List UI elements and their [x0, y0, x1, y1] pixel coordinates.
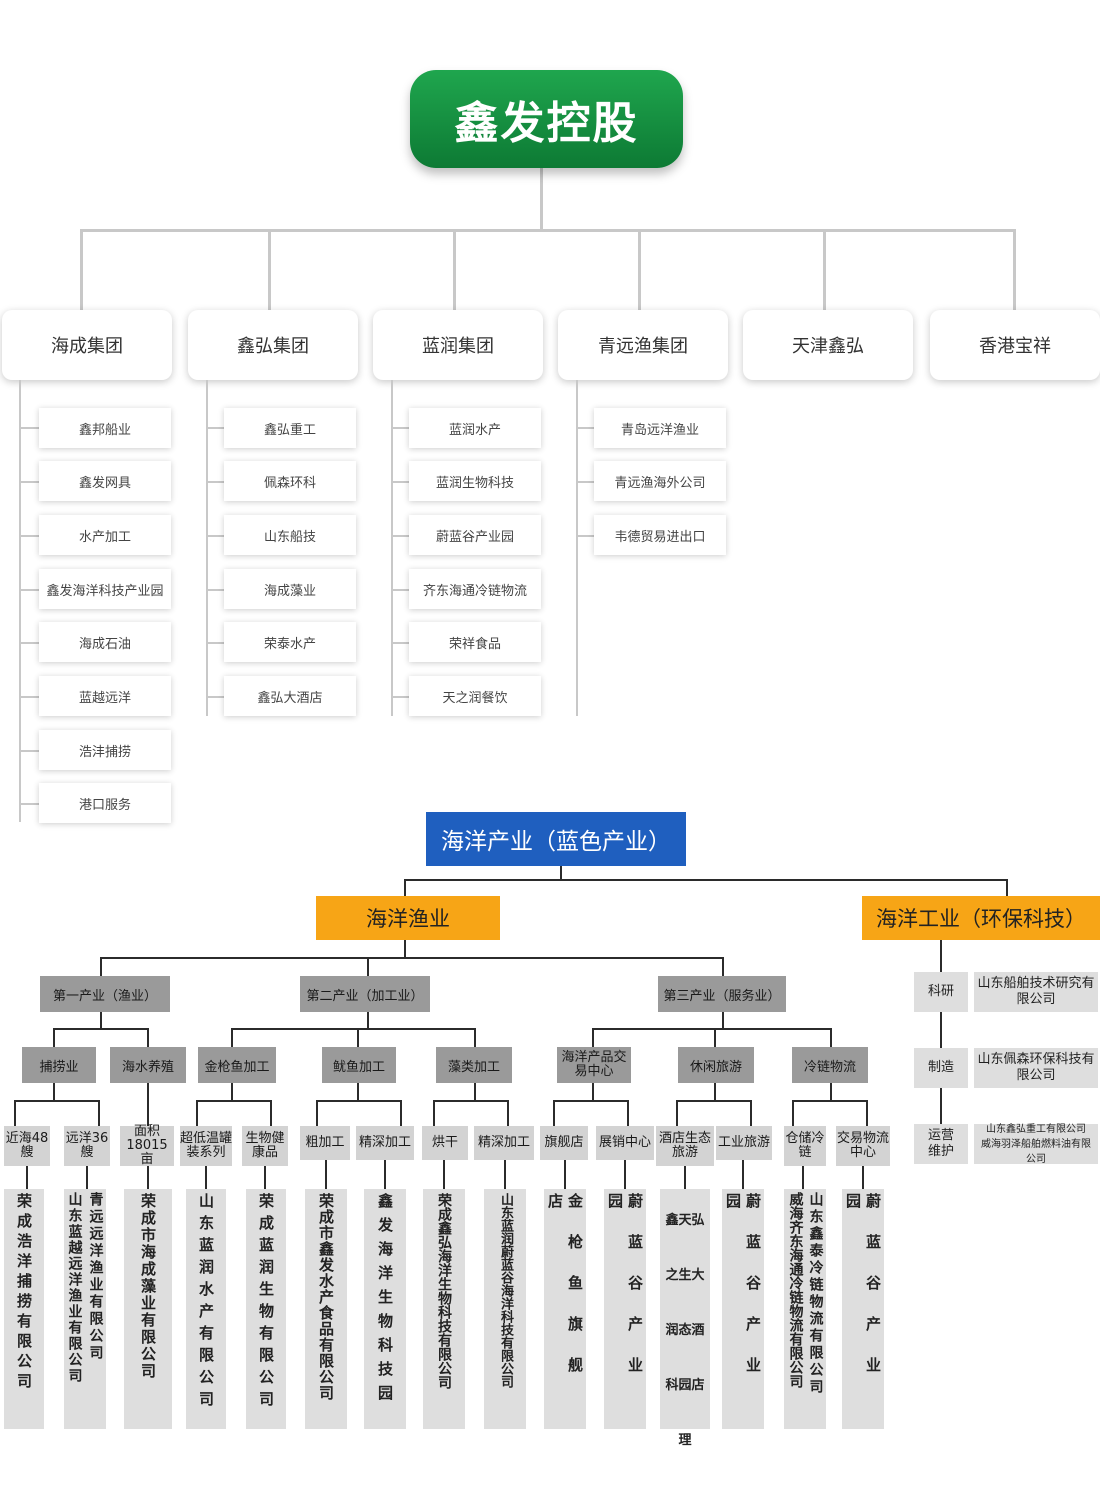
aquaculture-node: 海水养殖	[110, 1047, 186, 1083]
company-text: 蔚蓝谷产业园	[724, 1193, 762, 1398]
company-vertical: 荣成市海成藻业有限公司	[124, 1189, 172, 1429]
algae-processing-node: 藻类加工	[436, 1047, 512, 1083]
company-vertical: 荣成鑫弘海洋生物科技有限公司	[423, 1189, 465, 1429]
seafood-exchange-node: 海洋产品交易中心	[557, 1047, 631, 1083]
company-text: 荣成鑫弘海洋生物科技有限公司	[436, 1193, 452, 1389]
l4-box: 粗加工	[300, 1126, 350, 1160]
company-vertical: 鑫天弘之生大润态酒科园店理	[660, 1189, 710, 1448]
l4-box: 精深加工	[474, 1126, 534, 1160]
squid-processing-node: 鱿鱼加工	[322, 1047, 396, 1083]
primary-industry-node: 第一产业（渔业）	[40, 976, 170, 1012]
list-item: 蔚蓝谷产业园	[409, 515, 541, 555]
list-item: 蓝越远洋	[39, 676, 171, 716]
list-item: 韦德贸易进出口	[594, 515, 726, 555]
company-text: 山东蓝润水产有限公司	[197, 1193, 215, 1413]
group-lanrun: 蓝润集团	[373, 310, 543, 380]
l4-box: 精深加工	[356, 1126, 414, 1160]
company-text: 山东鑫泰冷链物流有限公司	[807, 1192, 824, 1396]
company-vertical: 蔚蓝谷产业园	[722, 1189, 764, 1429]
l4-box: 展销中心	[596, 1126, 654, 1160]
secondary-industry-node: 第二产业（加工业）	[300, 976, 430, 1012]
manufacturing-company: 山东佩森环保科技有限公司	[974, 1048, 1098, 1088]
company-vertical: 山东蓝越远洋渔业有限公司 青远远洋渔业有限公司	[64, 1189, 106, 1429]
tuna-processing-node: 金枪鱼加工	[198, 1047, 276, 1083]
company-text: 荣成蓝润生物有限公司	[257, 1193, 275, 1413]
marine-industry-node: 海洋工业（环保科技）	[862, 896, 1100, 940]
company-text: 山东蓝润蔚蓝谷海洋科技有限公司	[498, 1193, 513, 1388]
marine-industry-title: 海洋产业（蓝色产业）	[426, 812, 686, 866]
company-vertical: 金枪鱼旗舰店	[544, 1189, 586, 1429]
company-vertical: 山东蓝润蔚蓝谷海洋科技有限公司	[484, 1189, 526, 1429]
company-text: 蔚蓝谷产业园	[606, 1193, 644, 1398]
l4-box: 生物健康品	[242, 1126, 288, 1166]
company-text: 金枪鱼旗舰店	[546, 1193, 584, 1398]
company-text: 山东蓝越远洋渔业有限公司	[66, 1192, 83, 1384]
group-tianjin-xinhong: 天津鑫弘	[743, 310, 913, 380]
list-item: 鑫发网具	[39, 461, 171, 501]
list-item: 鑫弘大酒店	[224, 676, 356, 716]
marine-fishery-node: 海洋渔业	[316, 896, 500, 940]
research-company: 山东船舶技术研究有限公司	[974, 972, 1098, 1012]
list-item: 鑫弘重工	[224, 408, 356, 448]
operation-label: 运营维护	[914, 1124, 968, 1164]
group-qingyuanyu: 青远渔集团	[558, 310, 728, 380]
company-vertical: 蔚蓝谷产业园	[604, 1189, 646, 1429]
list-item: 佩森环科	[224, 461, 356, 501]
leisure-tourism-node: 休闲旅游	[678, 1047, 754, 1083]
l4-box: 烘干	[422, 1126, 468, 1160]
company-text: 威海齐东海通冷链物流有限公司	[787, 1192, 804, 1388]
company-text: 荣成市海成藻业有限公司	[139, 1193, 157, 1380]
list-item: 青远渔海外公司	[594, 461, 726, 501]
list-item: 鑫发海洋科技产业园	[39, 569, 171, 609]
list-item: 荣泰水产	[224, 622, 356, 662]
list-item: 荣祥食品	[409, 622, 541, 662]
company-text: 鑫天弘之生大润态酒科园店理	[665, 1213, 705, 1448]
research-label: 科研	[914, 972, 968, 1012]
operation-company: 山东鑫弘重工有限公司 威海羽泽船舶燃料油有限公司	[974, 1124, 1098, 1165]
company-vertical: 鑫发海洋生物科技园	[364, 1189, 406, 1429]
company-text: 荣成浩洋捕捞有限公司	[15, 1193, 33, 1393]
list-item: 山东船技	[224, 515, 356, 555]
l4-box: 仓储冷链	[784, 1126, 826, 1166]
list-item: 浩沣捕捞	[39, 730, 171, 770]
company-text: 鑫发海洋生物科技园	[376, 1193, 394, 1409]
list-item: 蓝润生物科技	[409, 461, 541, 501]
company-vertical: 山东蓝润水产有限公司	[186, 1189, 226, 1429]
tertiary-industry-node: 第三产业（服务业）	[658, 976, 786, 1012]
company-text: 青远远洋渔业有限公司	[87, 1192, 104, 1362]
list-item: 鑫邦船业	[39, 408, 171, 448]
l4-box: 交易物流中心	[836, 1126, 890, 1166]
company-vertical: 荣成浩洋捕捞有限公司	[4, 1189, 44, 1429]
group-hongkong-baoxiang: 香港宝祥	[930, 310, 1100, 380]
company-vertical: 荣成蓝润生物有限公司	[246, 1189, 286, 1429]
group-haicheng: 海成集团	[2, 310, 172, 380]
cold-chain-node: 冷链物流	[792, 1047, 868, 1083]
list-item: 青岛远洋渔业	[594, 408, 726, 448]
list-item: 海成石油	[39, 622, 171, 662]
l4-box: 工业旅游	[716, 1126, 772, 1160]
fishing-node: 捕捞业	[22, 1047, 96, 1083]
root-node: 鑫发控股	[410, 70, 683, 168]
list-item: 水产加工	[39, 515, 171, 555]
list-item: 天之润餐饮	[409, 676, 541, 716]
l4-box: 旗舰店	[540, 1126, 588, 1160]
group-xinhong: 鑫弘集团	[188, 310, 358, 380]
company-text: 荣成市鑫发水产食品有限公司	[317, 1193, 335, 1401]
list-item: 齐东海通冷链物流	[409, 569, 541, 609]
company-text: 蔚蓝谷产业园	[844, 1193, 882, 1398]
l4-box: 面积18015亩	[120, 1125, 174, 1167]
l4-box: 近海48艘	[4, 1126, 50, 1166]
company-vertical: 蔚蓝谷产业园	[842, 1189, 884, 1429]
list-item: 港口服务	[39, 783, 171, 823]
company-vertical: 威海齐东海通冷链物流有限公司 山东鑫泰冷链物流有限公司	[784, 1189, 826, 1429]
l4-box: 远洋36艘	[64, 1126, 110, 1166]
l4-box: 超低温罐装系列	[180, 1126, 232, 1166]
list-item: 海成藻业	[224, 569, 356, 609]
l4-box: 酒店生态旅游	[656, 1126, 714, 1166]
list-item: 蓝润水产	[409, 408, 541, 448]
company-vertical: 荣成市鑫发水产食品有限公司	[305, 1189, 347, 1429]
manufacturing-label: 制造	[914, 1048, 968, 1088]
